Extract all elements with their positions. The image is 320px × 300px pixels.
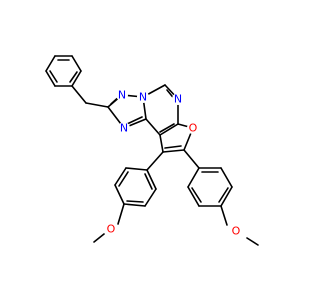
nitrogen-atom: N (172, 93, 184, 106)
bond (146, 151, 164, 171)
bond (114, 167, 127, 186)
bond (183, 149, 200, 169)
oxygen-atom: O (187, 122, 199, 135)
bond (126, 116, 143, 125)
bond (71, 85, 87, 104)
atom-label-layer: N N N N O O O (105, 89, 242, 238)
bond-layer (45, 55, 259, 246)
bond (144, 188, 157, 207)
bond (45, 55, 56, 72)
nitrogen-label: N (174, 93, 182, 106)
bond (146, 169, 157, 190)
bond (187, 186, 200, 207)
bond (145, 118, 161, 136)
bond (218, 187, 229, 203)
bond (71, 55, 82, 72)
bond (45, 70, 56, 87)
bond (49, 70, 58, 83)
oxygen-label: O (189, 122, 198, 135)
bond (191, 187, 202, 203)
bond (220, 205, 228, 226)
bond (246, 237, 259, 246)
bond (126, 200, 144, 203)
bond (123, 203, 146, 207)
bond (117, 203, 125, 225)
bond (220, 167, 233, 188)
bond (164, 145, 182, 149)
bond (118, 171, 129, 187)
bond (187, 167, 200, 188)
nitrogen-atom: N (116, 89, 128, 102)
bond (93, 233, 105, 243)
bond (159, 123, 179, 136)
nitrogen-label: N (118, 89, 126, 102)
nitrogen-atom: N (118, 122, 130, 135)
bond (125, 167, 148, 171)
nitrogen-label: N (139, 91, 147, 104)
bond (220, 186, 233, 207)
bond (85, 102, 109, 108)
nitrogen-atom: N (137, 91, 149, 104)
oxygen-label: O (107, 223, 116, 236)
molecule-diagram: N N N N O O O (45, 55, 259, 246)
nitrogen-label: N (120, 122, 128, 135)
bond (114, 184, 125, 205)
oxygen-label: O (232, 225, 241, 238)
bond (159, 123, 175, 133)
bond (144, 173, 153, 190)
structure-canvas: N N N N O O O (45, 55, 259, 246)
bond (162, 149, 185, 153)
oxygen-atom: O (230, 225, 242, 238)
oxygen-atom: O (105, 223, 117, 236)
bond (159, 134, 164, 153)
bond (71, 70, 82, 87)
bond (69, 71, 78, 83)
